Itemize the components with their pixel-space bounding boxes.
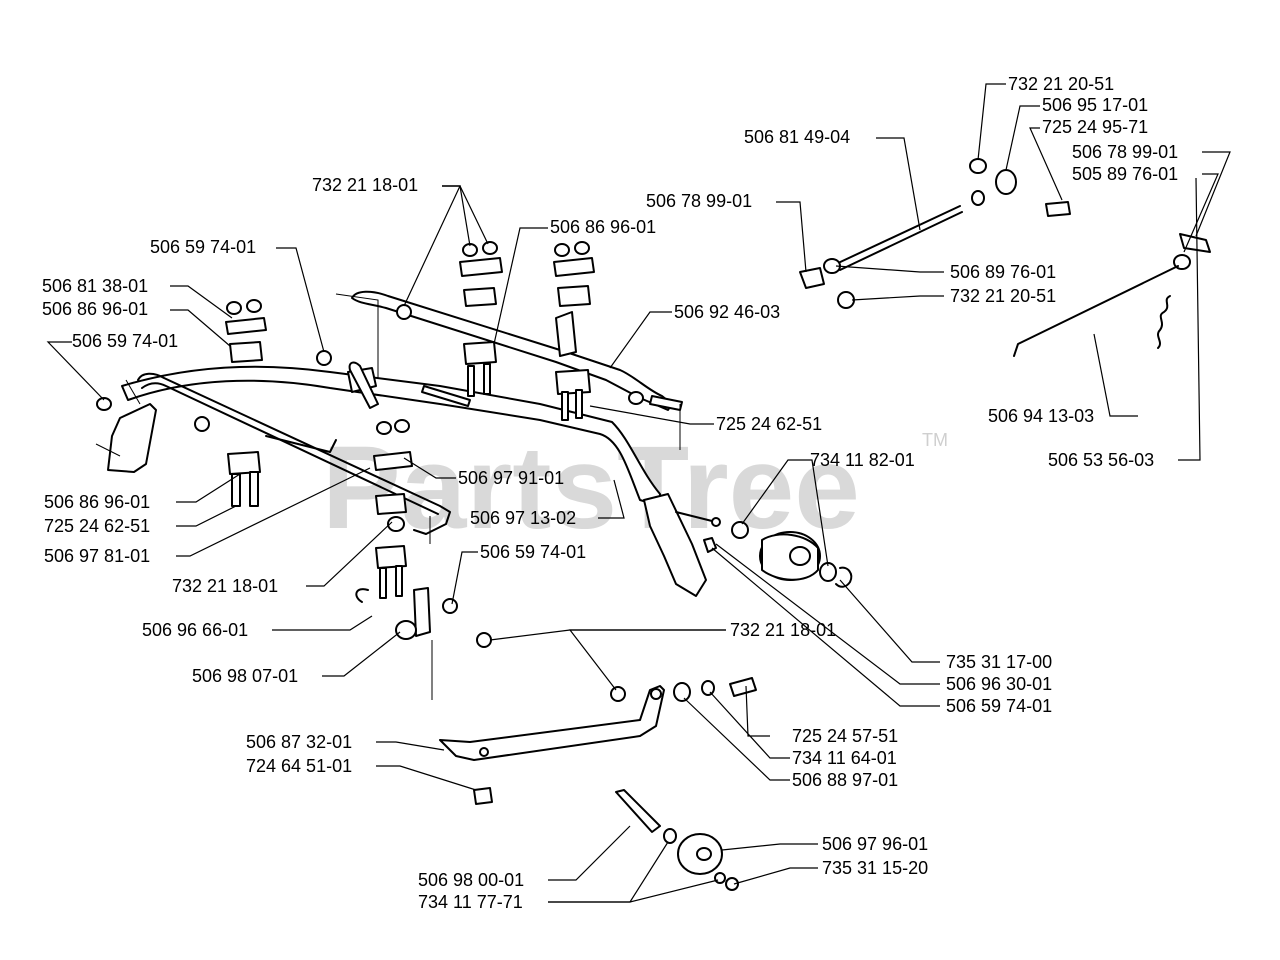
leader-lines bbox=[46, 83, 1231, 903]
callout-label: 506 94 13-03 bbox=[988, 406, 1094, 426]
clamp-stack-top-right bbox=[553, 241, 595, 421]
callout-label: 506 96 30-01 bbox=[946, 674, 1052, 694]
callout-label: 725 24 95-71 bbox=[1042, 117, 1148, 137]
arm-bolt bbox=[473, 787, 493, 805]
callout-label: 725 24 57-51 bbox=[792, 726, 898, 746]
callout-label: 505 89 76-01 bbox=[1072, 164, 1178, 184]
callout-label: 506 59 74-01 bbox=[946, 696, 1052, 716]
callout-label: 506 97 13-02 bbox=[470, 508, 576, 528]
callout-label: 506 98 00-01 bbox=[418, 870, 524, 890]
callout-label: 506 98 07-01 bbox=[192, 666, 298, 686]
callout-label: 506 97 96-01 bbox=[822, 834, 928, 854]
clamp-stack-center bbox=[373, 419, 413, 599]
callout-label: 506 86 96-01 bbox=[550, 217, 656, 237]
watermark-text: PartsTree bbox=[322, 422, 860, 554]
callout-labels: 732 21 20-51 506 95 17-01 725 24 95-71 5… bbox=[42, 74, 1178, 912]
callout-label: 506 92 46-03 bbox=[674, 302, 780, 322]
callout-label: 732 21 20-51 bbox=[1008, 74, 1114, 94]
spacer-set bbox=[673, 677, 757, 702]
watermark-trademark: TM bbox=[922, 430, 948, 450]
callout-label: 506 81 49-04 bbox=[744, 127, 850, 147]
guide-lines bbox=[95, 293, 681, 700]
callout-label: 732 21 18-01 bbox=[730, 620, 836, 640]
callout-label: 506 59 74-01 bbox=[72, 331, 178, 351]
lower-pivot-bracket bbox=[355, 587, 431, 640]
lower-arm bbox=[439, 685, 665, 761]
right-bracket bbox=[643, 493, 707, 597]
callout-label: 732 21 18-01 bbox=[312, 175, 418, 195]
left-bracket bbox=[107, 403, 157, 473]
callout-label: 506 97 81-01 bbox=[44, 546, 150, 566]
callout-label: 506 59 74-01 bbox=[150, 237, 256, 257]
upper-long-bar bbox=[351, 290, 673, 411]
thin-lever bbox=[265, 435, 337, 453]
callout-label: 506 53 56-03 bbox=[1048, 450, 1154, 470]
top-right-linkage bbox=[799, 158, 1211, 357]
callout-label: 506 78 99-01 bbox=[646, 191, 752, 211]
callout-label: 735 31 17-00 bbox=[946, 652, 1052, 672]
callout-label: 725 24 62-51 bbox=[44, 516, 150, 536]
callout-label: 506 86 96-01 bbox=[42, 299, 148, 319]
callout-label: 725 24 62-51 bbox=[716, 414, 822, 434]
callout-label: 734 11 82-01 bbox=[810, 450, 915, 470]
callout-label: 506 59 74-01 bbox=[480, 542, 586, 562]
callout-label: 506 96 66-01 bbox=[142, 620, 248, 640]
callout-label: 506 88 97-01 bbox=[792, 770, 898, 790]
callout-label: 735 31 15-20 bbox=[822, 858, 928, 878]
large-roller bbox=[731, 521, 853, 588]
callout-label: 506 78 99-01 bbox=[1072, 142, 1178, 162]
callout-label: 506 87 32-01 bbox=[246, 732, 352, 752]
callout-label: 506 95 17-01 bbox=[1042, 95, 1148, 115]
loose-nuts bbox=[96, 304, 644, 702]
callout-label: 732 21 18-01 bbox=[172, 576, 278, 596]
clamp-stack-left bbox=[225, 299, 267, 507]
callout-label: 506 86 96-01 bbox=[44, 492, 150, 512]
callout-label: 732 21 20-51 bbox=[950, 286, 1056, 306]
clamp-stack-top-middle bbox=[459, 241, 503, 397]
callout-label: 506 97 91-01 bbox=[458, 468, 564, 488]
callout-label: 724 64 51-01 bbox=[246, 756, 352, 776]
callout-label: 734 11 64-01 bbox=[792, 748, 897, 768]
callout-label: 734 11 77-71 bbox=[418, 892, 523, 912]
callout-label: 506 89 76-01 bbox=[950, 262, 1056, 282]
long-rod bbox=[137, 372, 451, 535]
callout-label: 506 81 38-01 bbox=[42, 276, 148, 296]
lower-roller bbox=[615, 789, 739, 891]
part-drawings bbox=[95, 158, 1211, 891]
